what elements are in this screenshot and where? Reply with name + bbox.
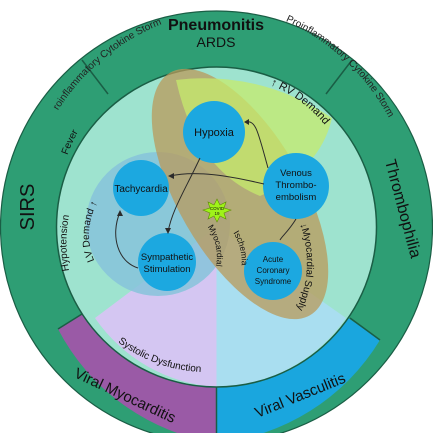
arrow-sympathetic-to-tachycardia <box>115 211 139 269</box>
venous-thromboembolism-node <box>263 153 329 219</box>
arrowhead-lv <box>117 210 123 216</box>
tachycardia-label: Tachycardia <box>114 184 168 195</box>
hypoxia-node <box>183 101 245 163</box>
venous-label-3: embolism <box>276 192 317 203</box>
divider-top-left <box>81 59 109 95</box>
divider-bottom-left <box>57 313 83 330</box>
arrow-hypoxia-to-sympathetic <box>167 157 201 233</box>
sympathetic-label-2: Stimulation <box>144 264 191 275</box>
hypoxia-label: Hypoxia <box>194 127 235 139</box>
arrowhead-sympathetic <box>165 228 171 234</box>
covid-icon <box>202 198 232 223</box>
arrows <box>115 121 297 269</box>
covid-label-1: COVID <box>210 206 225 211</box>
arrow-venous-to-tachycardia <box>169 173 265 185</box>
acs-label-1: Acute <box>263 255 284 264</box>
sympathetic-label-1: Sympathetic <box>141 252 194 263</box>
venous-label-1: Venous <box>280 168 312 179</box>
acute-coronary-syndrome-node <box>244 242 302 300</box>
covid-label-2: 19 <box>214 211 220 216</box>
venous-label-2: Thrombo- <box>275 180 316 191</box>
arrowhead-tachycardia <box>168 173 174 179</box>
tachycardia-node <box>113 160 169 216</box>
acs-label-3: Syndrome <box>255 277 292 286</box>
ards-label: ARDS <box>197 34 236 50</box>
divider-top-right <box>325 59 353 95</box>
hypotension-label: Hypotension <box>58 214 72 272</box>
sirs-label: SIRS <box>17 184 39 231</box>
arrow-venous-to-acs <box>279 218 297 241</box>
sympathetic-stimulation-node <box>138 233 196 291</box>
acs-label-2: Coronary <box>257 266 290 275</box>
arrowhead-hypoxia <box>244 119 249 125</box>
divider-bottom-right <box>349 317 381 341</box>
pneumonitis-label: Pneumonitis <box>168 17 264 34</box>
arrowheads <box>117 119 249 234</box>
